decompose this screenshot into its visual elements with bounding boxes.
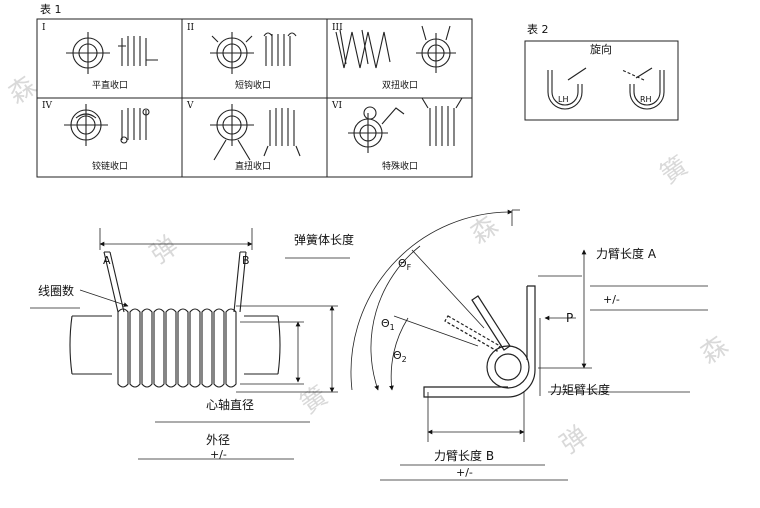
cell-caption-5: 直扭收口: [234, 162, 272, 172]
torsion-spring-shape: [423, 285, 536, 398]
spring-body-view: [69, 251, 281, 388]
mandrel-label: 心轴直径: [206, 398, 255, 412]
cell-caption-6: 特殊收口: [381, 162, 419, 172]
end-type-straight-icon: [66, 32, 158, 74]
arm-length-b-label: 力臂长度 B: [434, 449, 495, 463]
end-type-special-icon: [348, 97, 463, 153]
arm-a-label: A: [103, 254, 111, 267]
moment-arm-label: 力矩臂长度: [550, 383, 611, 397]
arm-b-label: B: [242, 254, 250, 267]
cell-roman-5: V: [187, 101, 194, 111]
torsion-angle-view: [350, 209, 708, 481]
lh-label: LH: [558, 95, 569, 104]
cell-caption-1: 平直收口: [91, 81, 129, 91]
tolerance-a-label: +/-: [603, 293, 620, 306]
end-type-short-hook-icon: [210, 32, 297, 74]
cell-caption-4: 铰链收口: [91, 162, 129, 172]
outer-tolerance-label: +/-: [210, 448, 227, 461]
end-type-double-torsion-icon: [335, 25, 456, 73]
theta-f-label: ΘF: [398, 257, 412, 273]
body-length-label: 弹簧体长度: [294, 233, 355, 247]
theta-1-label: Θ1: [381, 317, 395, 333]
table2-title: 表 2: [527, 23, 549, 36]
tolerance-b-label: +/-: [456, 466, 473, 479]
spring-dimension-lines: [30, 228, 350, 460]
cell-roman-2: II: [187, 23, 195, 33]
cell-roman-3: III: [332, 23, 343, 33]
end-type-hinge-icon: [64, 104, 150, 146]
outer-diameter-label: 外径: [206, 433, 231, 447]
cell-caption-3: 双扭收口: [381, 81, 419, 91]
theta-2-label: Θ2: [393, 349, 407, 365]
cell-roman-6: VI: [332, 101, 343, 111]
hand-left-icon: [547, 67, 587, 110]
end-type-straight-torsion-icon: [210, 104, 301, 161]
cell-roman-4: IV: [42, 101, 53, 111]
table1-title: 表 1: [40, 3, 62, 16]
cell-roman-1: I: [42, 23, 46, 33]
table1-grid: [36, 18, 473, 178]
coils-label: 线圈数: [38, 284, 75, 298]
table2-box: [524, 40, 679, 121]
table2-header: 旋向: [590, 43, 612, 56]
hand-right-icon: [621, 67, 665, 110]
cell-caption-2: 短钩收口: [234, 81, 272, 91]
arm-length-a-label: 力臂长度 A: [596, 247, 657, 261]
rh-label: RH: [640, 95, 652, 104]
p-label: P: [566, 311, 574, 325]
